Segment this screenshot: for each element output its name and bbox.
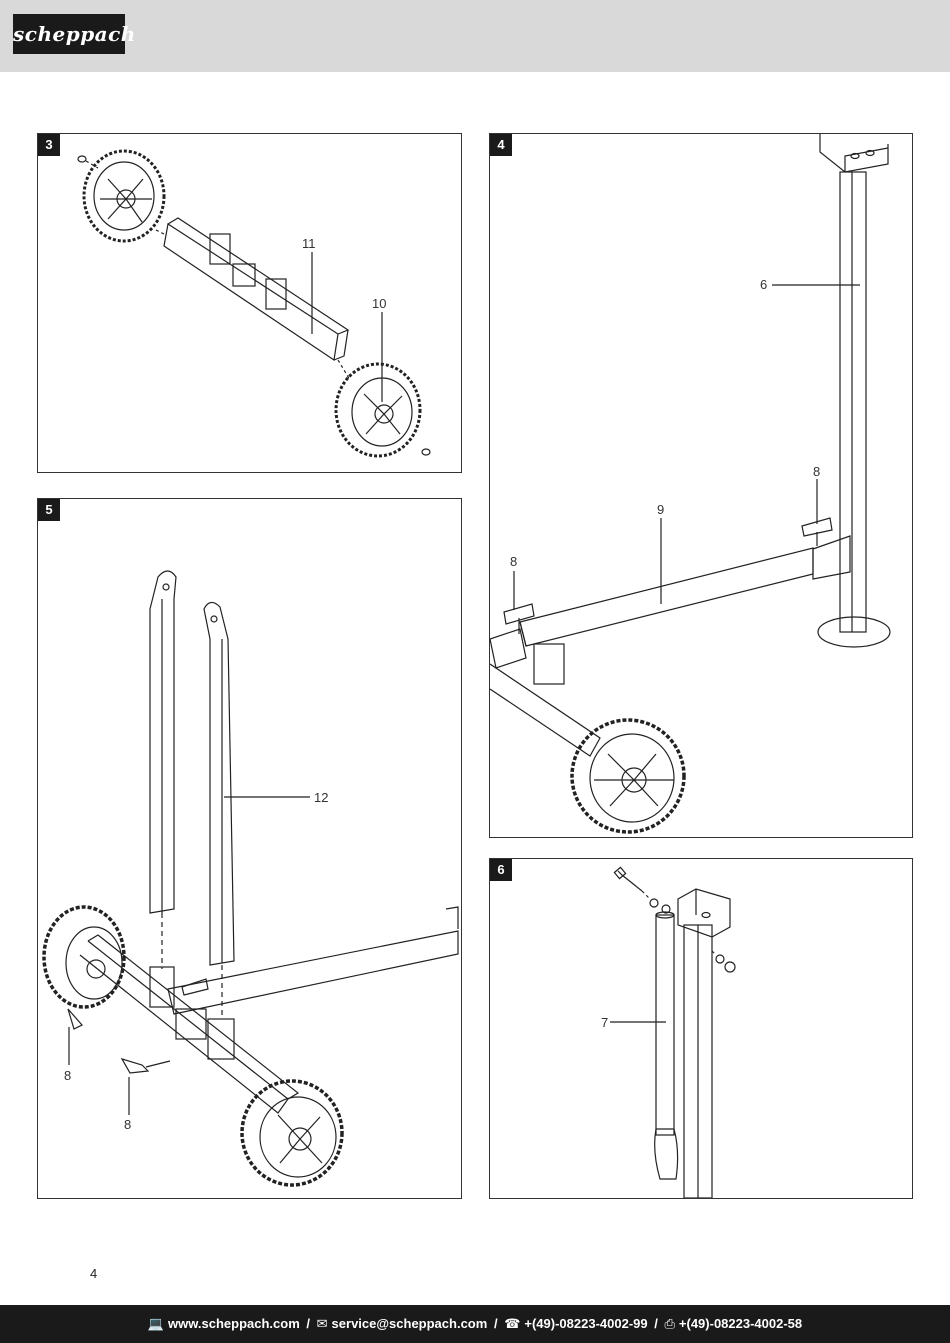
figure-5-panel: 5 <box>37 498 462 1199</box>
brand-logo: scheppach <box>13 14 135 54</box>
stand-assembly-illustration <box>490 134 891 834</box>
header-bar: scheppach <box>0 0 950 72</box>
callout-8-left: 8 <box>64 1068 72 1083</box>
footer-separator: / <box>654 1316 658 1331</box>
callout-6: 6 <box>760 277 768 292</box>
figure-badge: 4 <box>490 134 512 156</box>
callout-8-left: 8 <box>510 554 518 569</box>
footer-separator: / <box>306 1316 311 1331</box>
footer-email[interactable]: service@scheppach.com <box>331 1316 488 1331</box>
figure-3-panel: 3 <box>37 133 462 473</box>
wheel-axle-illustration <box>77 149 431 458</box>
footer-separator: / <box>493 1316 498 1331</box>
footer-fax: +(49)-08223-4002-58 <box>678 1316 803 1331</box>
figure-badge: 3 <box>38 134 60 156</box>
page-number: 4 <box>90 1266 98 1281</box>
footer-website[interactable]: www.scheppach.com <box>168 1316 300 1331</box>
callout-8-bottom: 8 <box>124 1117 132 1132</box>
callout-8-right: 8 <box>813 464 821 479</box>
footer-bar: 💻www.scheppach.com / ✉service@scheppach.… <box>0 1305 950 1343</box>
computer-icon: 💻 <box>147 1316 165 1331</box>
phone-icon: ☎ <box>504 1316 521 1331</box>
leg-assembly-illustration <box>42 570 459 1187</box>
handle-assembly-illustration <box>610 866 736 1198</box>
callout-11: 11 <box>302 236 316 251</box>
figure-4-panel: 4 <box>489 133 913 838</box>
callout-9: 9 <box>657 502 665 517</box>
fax-icon: ⎙ <box>664 1316 675 1331</box>
figure-badge: 5 <box>38 499 60 521</box>
callout-12: 12 <box>314 790 329 805</box>
figure-badge: 6 <box>490 859 512 881</box>
mail-icon: ✉ <box>316 1316 328 1331</box>
footer-phone: +(49)-08223-4002-99 <box>524 1316 648 1331</box>
callout-10: 10 <box>372 296 387 311</box>
callout-7: 7 <box>601 1015 609 1030</box>
figure-6-panel: 6 7 <box>489 858 913 1199</box>
